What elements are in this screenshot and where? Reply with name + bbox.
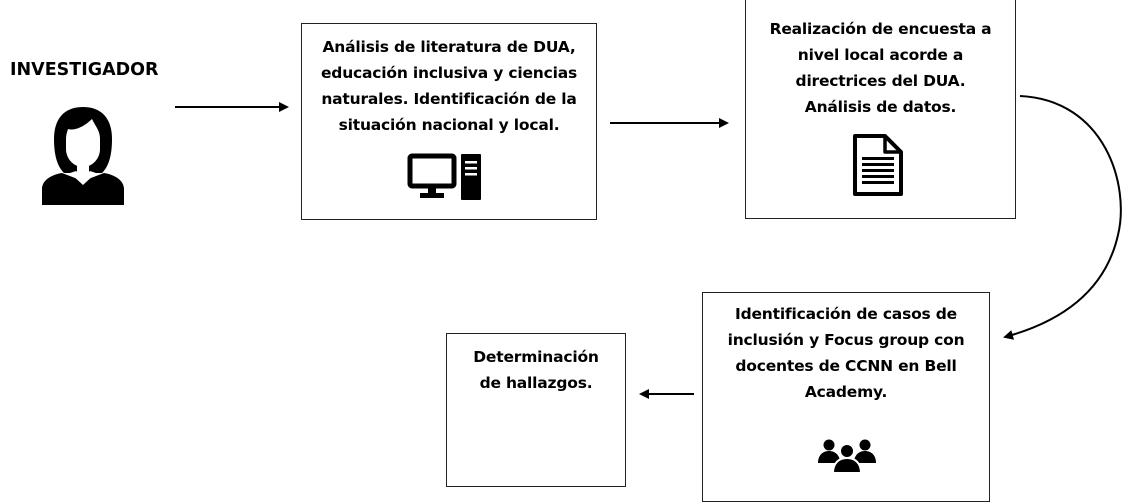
step-box-survey: Realización de encuesta a nivel local ac… [745, 0, 1016, 219]
step-text-focus-group: Identificación de casos de inclusión y F… [727, 305, 965, 401]
person-silhouette-icon [42, 107, 124, 205]
group-users-icon [818, 439, 876, 474]
document-icon [853, 134, 903, 196]
arrow-step2-to-step3 [1003, 95, 1122, 340]
step-box-findings: Determinación de hallazgos. [446, 333, 626, 487]
actor-label: INVESTIGADOR [10, 60, 159, 80]
step-text-findings: Determinación de hallazgos. [473, 348, 599, 392]
desktop-computer-icon [407, 153, 481, 200]
step-box-focus-group: Identificación de casos de inclusión y F… [702, 292, 990, 502]
step-box-literature: Análisis de literatura de DUA, educación… [301, 23, 597, 220]
step-text-survey: Realización de encuesta a nivel local ac… [769, 20, 992, 116]
step-text-literature: Análisis de literatura de DUA, educación… [321, 38, 577, 134]
